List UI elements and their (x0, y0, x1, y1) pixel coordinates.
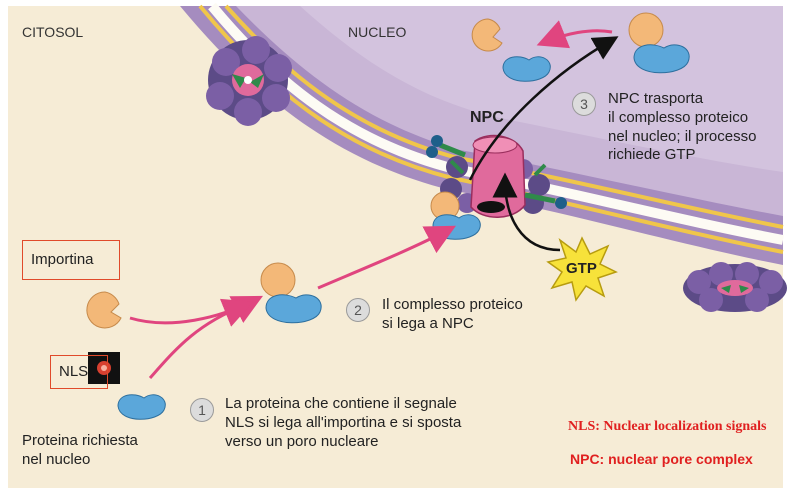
cargo-line2: nel nucleo (22, 450, 91, 468)
label-nls: NLS (50, 355, 108, 389)
step-1-line2: NLS si lega all'importina e si sposta (225, 413, 462, 431)
pore-top-left (206, 36, 292, 126)
legend-nls: NLS: Nuclear localization signals (568, 419, 767, 434)
legend-npc: NPC: nuclear pore complex (570, 451, 753, 467)
step-1-text: La proteina che contiene il segnale NLS … (225, 395, 461, 451)
step-3-line4: richiede GTP (608, 146, 696, 164)
step-2-line2: si lega a NPC (382, 314, 474, 332)
gtp-star (546, 236, 618, 302)
cargo-line1: Proteina richiesta (22, 432, 138, 449)
label-gtp: GTP (566, 260, 597, 277)
step-2-line1: Il complesso proteico (382, 296, 523, 313)
step-2-badge: 2 (346, 298, 370, 322)
step-1-line3: verso un poro nucleare (225, 432, 379, 450)
arrow-complex-to-npc (317, 225, 456, 290)
step-1-badge: 1 (190, 398, 214, 422)
step-1-line1: La proteina che contiene il segnale (225, 395, 457, 412)
label-nucleus: NUCLEO (348, 24, 407, 40)
label-cargo: Proteina richiesta nel nucleo (22, 432, 138, 470)
label-importin: Importina (22, 240, 120, 280)
step-3-text: NPC trasporta il complesso proteico nel … (608, 90, 756, 165)
arrow-nucleus-release (536, 20, 613, 49)
label-cytosol: CITOSOL (22, 24, 84, 40)
complex-step2 (260, 262, 322, 324)
cargo-protein (117, 394, 166, 420)
arrow-cargo-to-complex (148, 298, 254, 379)
step-3-line3: nel nucleo; il processo (608, 127, 757, 145)
pore-top-right (683, 262, 787, 312)
step-3-badge: 3 (572, 92, 596, 116)
importin-free (86, 291, 122, 329)
arrow-gtp (492, 172, 561, 252)
arrow-npc-transport (468, 36, 619, 181)
complex-nucleus (628, 12, 690, 74)
label-npc: NPC (470, 109, 504, 126)
cargo-released (502, 56, 551, 82)
step-3-line1: NPC trasporta (608, 90, 704, 107)
importin-released (471, 18, 503, 52)
step-2-text: Il complesso proteico si lega a NPC (382, 296, 523, 334)
step-3-line2: il complesso proteico (608, 108, 749, 126)
